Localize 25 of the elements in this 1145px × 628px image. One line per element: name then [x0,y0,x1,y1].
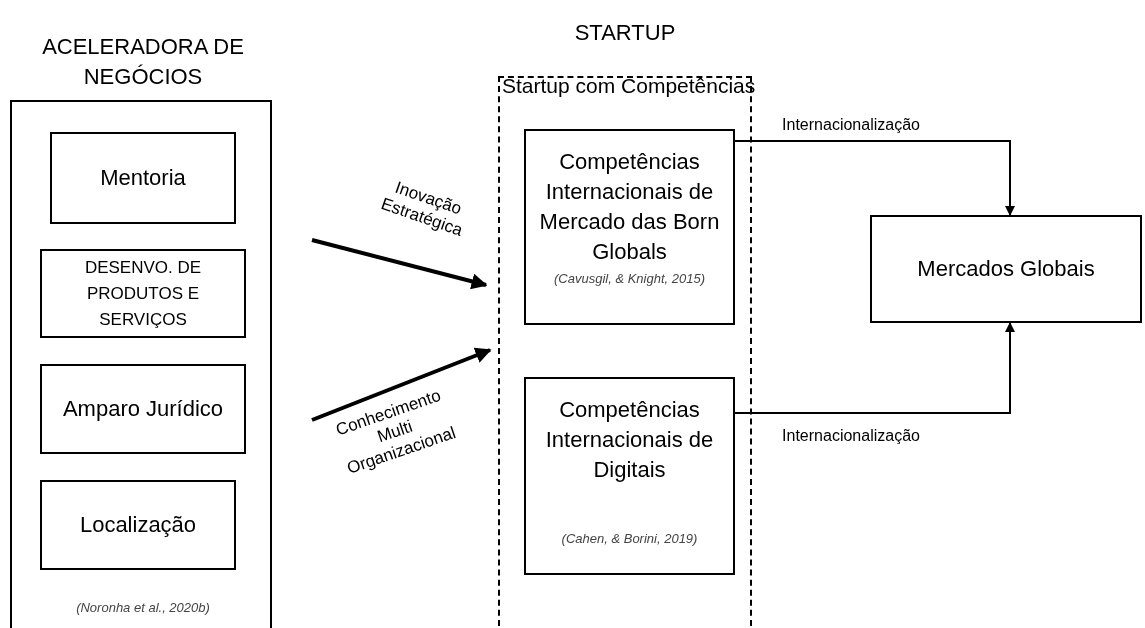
edge-label: Internacionalização [781,115,921,135]
service-box [40,480,236,570]
market-box [870,215,1142,323]
box-label: Mentoria [100,164,186,192]
box-label: Amparo Jurídico [62,395,224,423]
edge-label: Internacionalização [781,426,921,446]
box-heading: ACELERADORA DE NEGÓCIOS [41,33,245,91]
box-label: Mercados Globais [917,255,1095,283]
box-label: Competências Internacionais de Digitais [544,396,715,484]
competence-box [524,129,735,325]
box-label: Localização [79,511,197,539]
competence-box [524,377,735,575]
box-label: Competências Internacionais de Mercado das Born Globals [538,148,721,266]
service-box [40,249,246,338]
citation: (Cavusgil, & Knight, 2015) [553,270,706,288]
service-box [40,364,246,454]
arrow [311,347,492,422]
box-label: DESENVO. DE PRODUTOS E SERVIÇOS [83,256,203,331]
arrow [732,140,1015,216]
arrow [732,322,1015,414]
box-heading: STARTUP [573,19,677,47]
service-box [50,132,236,224]
citation: (Cahen, & Borini, 2019) [560,530,699,548]
citation: (Noronha et al., 2020b) [75,599,211,617]
arrow [311,238,488,290]
